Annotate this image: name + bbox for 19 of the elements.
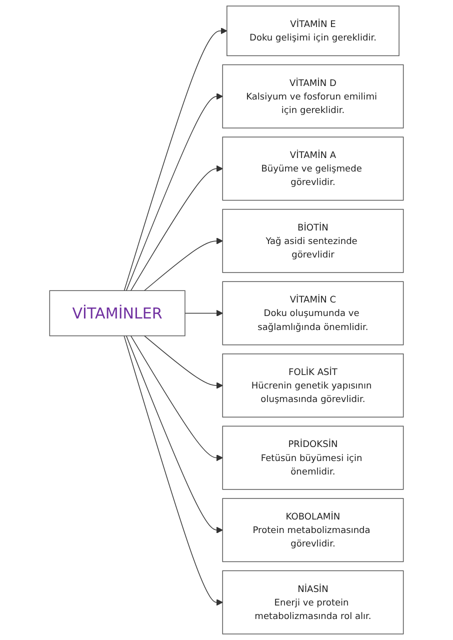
node-box: VİTAMİN D Kalsiyum ve fosforun emilimi için gereklidir. — [222, 64, 404, 128]
node-box: VİTAMİN E Doku gelişimi için gereklidir. — [226, 6, 400, 56]
arrow — [126, 93, 223, 292]
node-box: VİTAMİN C Doku oluşumunda ve sağlamlığında önemlidir. — [222, 281, 404, 346]
node-box: BİOTİN Yağ asidi sentezinde görevlidir — [222, 208, 404, 273]
node-box: VİTAMİN A Büyüme ve gelişmede görevlidir. — [222, 136, 404, 201]
arrow — [144, 335, 223, 389]
arrow — [126, 335, 223, 534]
arrow — [144, 238, 223, 292]
node-box: PRİDOKSİN Fetüsün büyümesi için önemlidir. — [222, 426, 404, 490]
node-box: NİASİN Enerji ve protein metabolizmasında rol alır. — [222, 570, 404, 634]
arrow — [130, 335, 223, 462]
arrow — [124, 335, 223, 606]
arrow — [130, 165, 223, 292]
node-box: KOBOLAMİN Protein metabolizmasında görevlidir. — [222, 498, 404, 562]
arrow — [124, 28, 228, 292]
arrow — [184, 310, 223, 317]
node-box: VİTAMİNLER — [49, 290, 186, 336]
node-box: FOLİK ASİT Hücrenin genetik yapısının oluşmasında görevlidir. — [222, 354, 404, 418]
